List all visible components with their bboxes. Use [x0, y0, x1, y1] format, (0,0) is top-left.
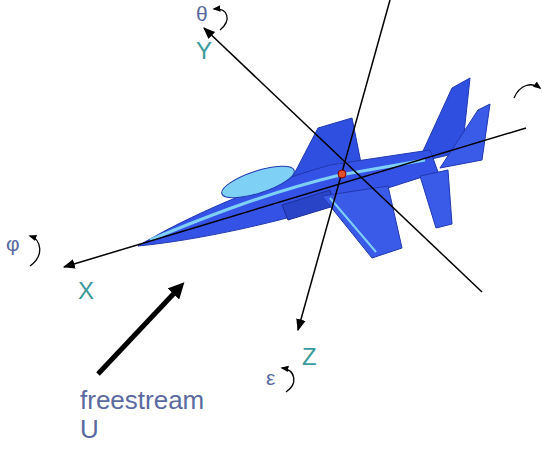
x-axis [64, 128, 526, 267]
axis-label: Y [196, 38, 212, 64]
aircraft [138, 78, 490, 258]
y-axis [204, 28, 482, 292]
axis-label: X [78, 278, 94, 304]
axis-label: Z [302, 344, 317, 370]
freestream-arrow [98, 287, 180, 374]
rotation-arrows [30, 9, 540, 392]
rotation-symbol: θ [196, 2, 208, 25]
z-axis [298, 0, 390, 330]
rotation-symbol: φ [6, 232, 20, 255]
axis-lines [64, 0, 526, 330]
rotation-symbol: ε [266, 366, 275, 389]
freestream-label: freestream U [80, 386, 230, 443]
center-dot [338, 170, 346, 178]
